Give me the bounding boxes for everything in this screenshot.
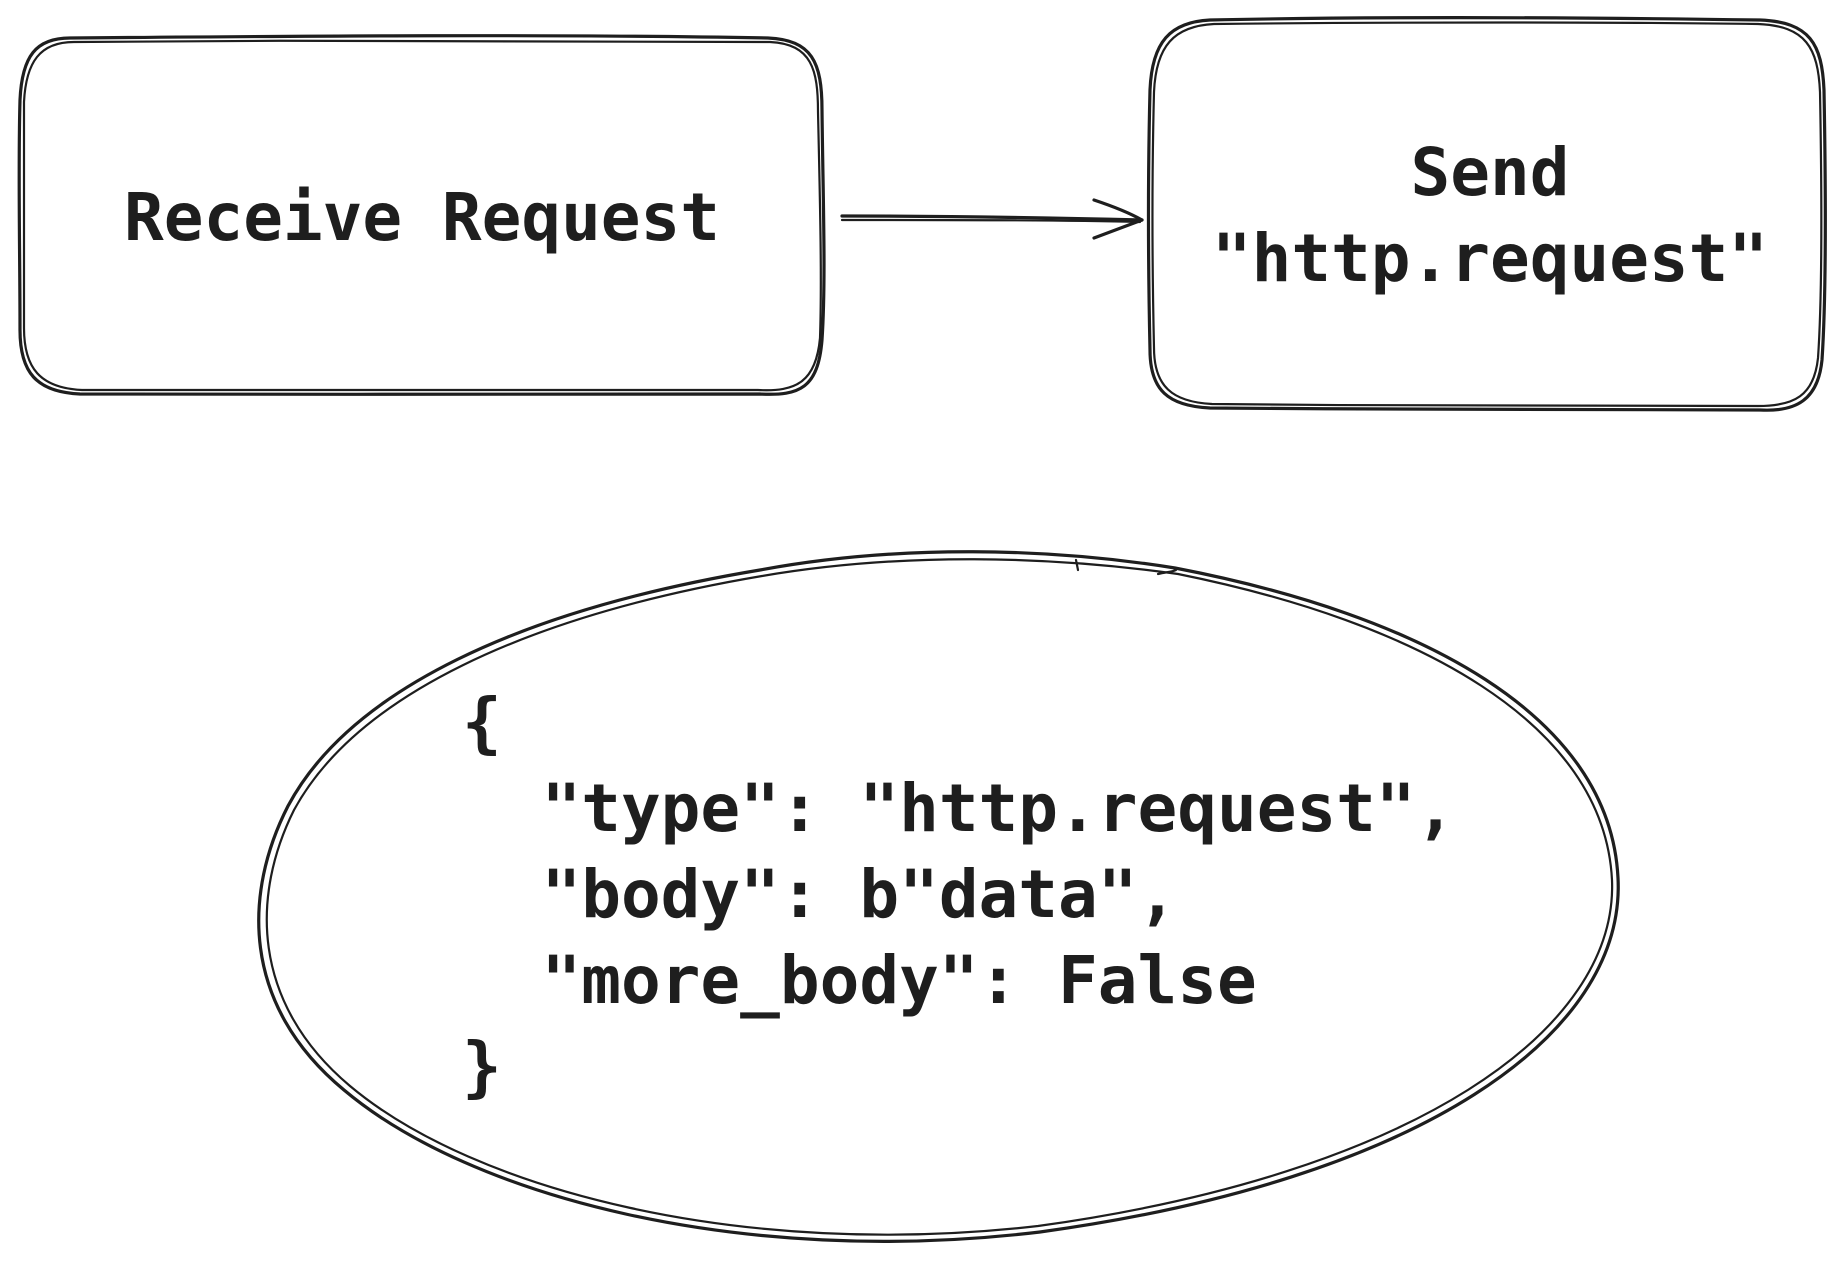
send-label-line-2: "http.request"	[1211, 220, 1769, 297]
receive-request-box	[17, 34, 826, 397]
receive-request-label: Receive Request	[123, 179, 721, 256]
arrow-receive-to-send	[840, 198, 1144, 240]
send-http-request-box	[1146, 16, 1827, 412]
json-line-open-brace: {	[462, 684, 502, 761]
send-http-request-label: Send "http.request"	[1150, 130, 1830, 302]
json-line-body: "body": b"data",	[462, 856, 1178, 933]
json-line-type: "type": "http.request",	[462, 770, 1456, 847]
json-line-close-brace: }	[462, 1028, 502, 1105]
json-line-more-body: "more_body": False	[462, 942, 1257, 1019]
message-ellipse	[257, 550, 1620, 1243]
message-json: { "type": "http.request", "body": b"data…	[462, 680, 1455, 1110]
send-label-line-1: Send	[1410, 134, 1570, 211]
